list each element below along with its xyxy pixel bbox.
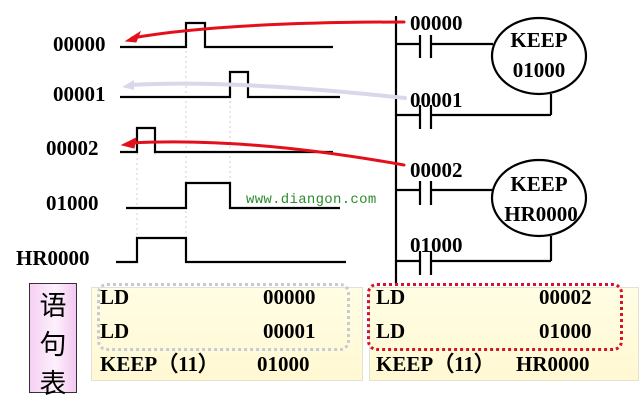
tag-char: 语 [39,291,67,322]
waveform-HR0000 [116,236,346,264]
stmt-left-op-0: LD [100,285,130,309]
coil-keep-HR0000 [490,158,588,238]
highlight-box-left [97,283,350,351]
stmt-left-operand-0: 00000 [263,285,316,309]
stmt-right-operand-0: 00002 [539,285,592,309]
coil-instr-1: KEEP [510,28,568,52]
stmt-left-operand-1: 00001 [263,319,316,343]
coil-addr-1: 01000 [512,58,566,82]
waveform-00001 [120,70,340,99]
ladder-lines [394,16,588,284]
timing-guides [136,46,231,262]
statement-panel-right [369,287,639,381]
signal-label-01000: 01000 [46,191,99,215]
stmt-left-operand-2: 01000 [257,352,310,376]
waveforms [116,21,346,264]
stmt-right-operand-1: 01000 [539,319,592,343]
waveform-00002 [120,126,333,154]
signal-label-00002: 00002 [46,136,99,160]
signal-label-00001: 00001 [53,82,106,106]
statement-table-tag: 语 句 表 [29,283,77,400]
stmt-right-op-1: LD [376,319,406,343]
contact-label-01000: 01000 [410,233,463,257]
arrow-00002 [128,140,406,167]
contact-label-00002: 00002 [410,158,463,182]
coil-instr-2: KEEP [510,172,568,196]
signal-label-HR0000: HR0000 [16,246,90,270]
tag-char: 句 [39,330,67,361]
stmt-right-op-0: LD [376,285,406,309]
contact-label-00001: 00001 [410,88,463,112]
stmt-right-operand-2: HR0000 [516,352,590,376]
stmt-left-op-2: KEEP（11） [100,352,220,376]
stmt-right-op-2: KEEP（11） [376,352,496,376]
arrow-00001 [128,81,407,100]
coil-addr-2: HR0000 [504,202,578,226]
waveform-01000 [126,181,340,210]
contact-label-00000: 00000 [410,11,463,35]
highlight-box-right [367,283,623,351]
coil-keep-01000 [490,16,588,96]
tag-char: 表 [39,369,67,400]
mapping-arrows [120,20,407,167]
arrow-00000 [130,20,406,40]
stmt-left-op-1: LD [100,319,130,343]
statement-panel-left [91,287,363,381]
waveform-00000 [120,21,333,49]
watermark: www.diangon.com [246,192,377,208]
signal-label-00000: 00000 [53,32,106,56]
